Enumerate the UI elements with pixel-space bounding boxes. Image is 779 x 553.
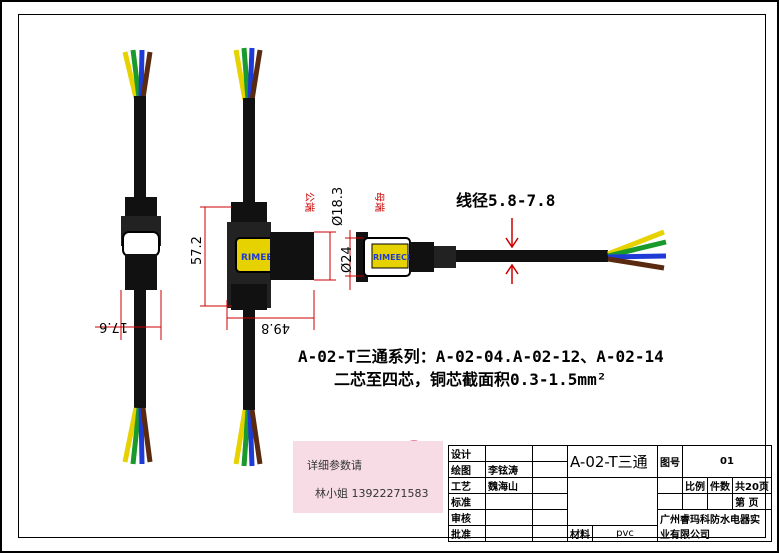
series-description-line2: 二芯至四芯，铜芯截面积0.3-1.5mm² xyxy=(334,370,607,389)
dim-49-8: 49.8 xyxy=(261,320,290,335)
connector-nut-bottom xyxy=(125,254,157,290)
dim-57-2: 57.2 xyxy=(190,236,205,265)
tb-material: pvc xyxy=(592,525,658,542)
tb-part-name: A-02-T三通 xyxy=(567,445,658,478)
male-end-label: 公端 xyxy=(303,192,316,212)
wire-yellow xyxy=(122,51,139,99)
wire-brown xyxy=(140,51,153,99)
dim-d18-3: Ø18.3 xyxy=(331,187,346,226)
contact-line1: 详细参数请 xyxy=(307,459,362,472)
connector-nut-top xyxy=(125,197,157,217)
connector-window xyxy=(122,231,160,257)
wire-diameter-note: 线径5.8-7.8 xyxy=(456,191,556,210)
dim-d24: Ø24 xyxy=(340,246,355,273)
female-end-label: 母端 xyxy=(373,192,386,212)
wire-green xyxy=(130,49,142,99)
tb-drawer-name: 李铉涛 xyxy=(485,461,533,478)
tee-connector-view: RIMEECO 57.2 49.8 Ø18.3 公端 xyxy=(190,47,346,467)
cable-top xyxy=(134,96,146,198)
wire-blue xyxy=(138,49,145,99)
tb-drawing-no: 01 xyxy=(682,445,772,478)
right-connector-view: RIMEECO Ø24 母端 xyxy=(340,192,667,290)
tb-design: 设计 xyxy=(448,445,486,462)
brand-mark: RIMEECO xyxy=(241,253,287,263)
series-description-line1: A-02-T三通系列：A-02-04.A-02-12、A-02-14 xyxy=(298,347,664,366)
svg-text:RIMEECO: RIMEECO xyxy=(373,253,414,262)
tb-company: 广州睿玛科防水电器实业有限公司 xyxy=(657,509,772,542)
left-connector-view: 17.6 xyxy=(95,49,162,465)
tb-process-name: 魏海山 xyxy=(485,477,533,494)
dim-17-6: 17.6 xyxy=(99,319,128,334)
tb-drawing-no-label: 图号 xyxy=(657,445,683,478)
contact-card: 详细参数请 林小姐 13922271583 xyxy=(293,441,443,513)
title-block: 设计 A-02-T三通 图号 01 绘图 李铉涛 工艺 魏海山 比例 件数 共2… xyxy=(448,445,772,542)
drawing-border xyxy=(18,14,766,538)
cable-bottom xyxy=(134,290,146,408)
cable-right xyxy=(456,250,608,262)
contact-line2: 林小姐 13922271583 xyxy=(315,487,429,500)
